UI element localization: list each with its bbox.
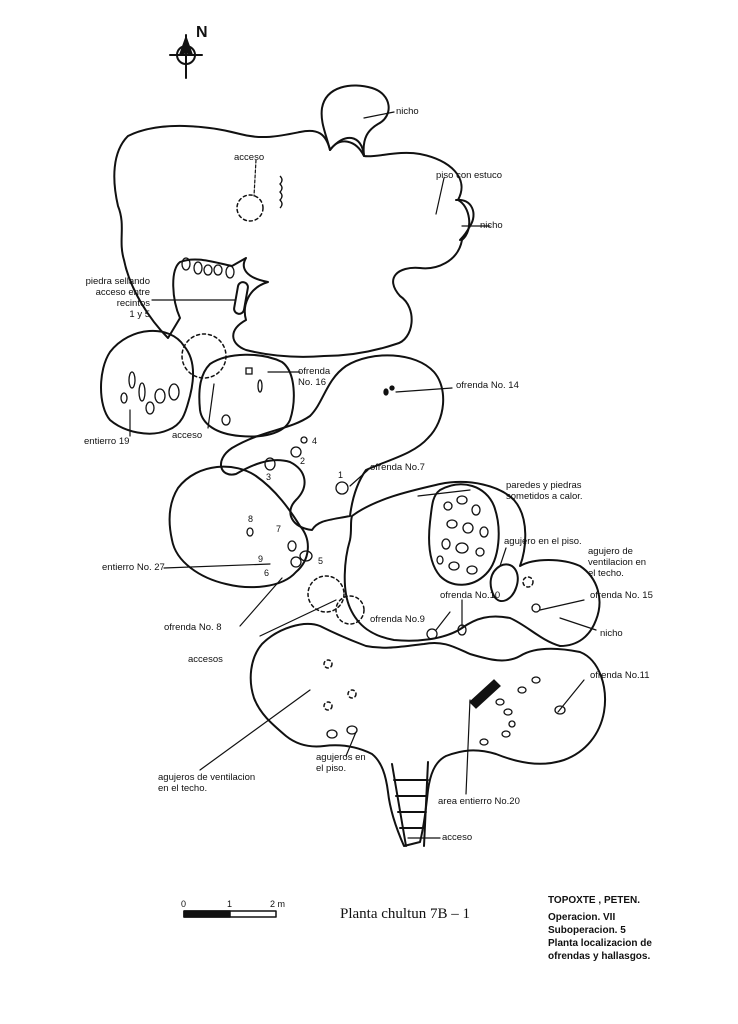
- site-line-5: ofrendas y hallasgos.: [548, 951, 651, 962]
- acceso-mid-circle: [181, 333, 227, 379]
- accesos-circle-1: [307, 575, 345, 613]
- label-acceso-bottom: acceso: [442, 832, 473, 843]
- niche-top-outline: [320, 84, 390, 157]
- paredes-chamber-outline: [343, 481, 601, 647]
- label-accesos: accesos: [188, 654, 223, 665]
- sealing-stone: [233, 281, 249, 315]
- label-agujeros-vent-1: agujeros de ventilacion: [158, 772, 256, 783]
- central-chamber-outline: [220, 354, 445, 531]
- label-ofrenda15: ofrenda No. 15: [590, 590, 653, 601]
- site-info-block: TOPOXTE , PETEN. Operacion. VII Subopera…: [548, 894, 652, 963]
- label-agujeros-vent-2: en el techo.: [158, 783, 208, 794]
- accesos-circle-2: [335, 595, 365, 625]
- offering-number: 7: [276, 524, 282, 534]
- offering-number: 4: [312, 436, 318, 446]
- offering-number: 9: [258, 554, 264, 564]
- site-line-3: Suboperacion. 5: [548, 925, 626, 936]
- label-agujero-vent-1: agujero de: [588, 546, 633, 557]
- label-nicho-low: nicho: [600, 628, 623, 639]
- label-ofrenda16-2: No. 16: [298, 377, 326, 388]
- acceso-top-circle: [236, 194, 264, 222]
- offering-number: 3: [266, 472, 272, 482]
- offering-number: 2: [300, 456, 306, 466]
- label-piso-estuco: piso con estuco: [436, 170, 503, 181]
- ofrenda16-chamber-outline: [198, 353, 295, 438]
- label-nicho-right: nicho: [480, 220, 503, 231]
- label-entierro19: entierro 19: [84, 436, 130, 447]
- vent-hole-4: [323, 701, 333, 711]
- label-agujero-vent-3: el techo.: [588, 568, 624, 579]
- offering-number: 1: [338, 470, 344, 480]
- label-piedra-1: piedra sellando: [85, 276, 150, 287]
- label-ofrenda9: ofrenda No.9: [370, 614, 425, 625]
- plan-title: Planta chultun 7B – 1: [340, 906, 470, 922]
- site-line-4: Planta localizacion de: [548, 938, 652, 949]
- label-ofrenda10: ofrenda No.10: [440, 590, 501, 601]
- site-line-1: TOPOXTE , PETEN.: [548, 895, 641, 906]
- vent-hole-1: [522, 576, 534, 588]
- scale-label-two: 2 m: [270, 899, 286, 909]
- entierro27-chamber-outline: [168, 465, 309, 589]
- stone-cluster-outline: [428, 483, 500, 586]
- offering-number: 5: [318, 556, 324, 566]
- label-agujeros-piso-2: el piso.: [316, 763, 347, 774]
- label-acceso-mid: acceso: [172, 430, 203, 441]
- vent-hole-2: [323, 659, 333, 669]
- scale-label-one: 1: [227, 899, 233, 909]
- site-line-2: Operacion. VII: [548, 912, 616, 923]
- label-agujeros-piso-1: agujeros en: [316, 752, 366, 763]
- label-paredes-2: sometidos a calor.: [506, 491, 583, 502]
- scale-label-zero: 0: [181, 899, 187, 909]
- label-ofrenda11: ofrenda No.11: [590, 670, 650, 681]
- label-entierro27: entierro No. 27: [102, 562, 165, 573]
- label-acceso-top: acceso: [234, 152, 265, 163]
- label-ofrenda7: ofrenda No.7: [370, 462, 425, 473]
- label-agujero-vent-2: ventilacion en: [588, 557, 647, 568]
- label-ofrenda14: ofrenda No. 14: [456, 380, 519, 391]
- lower-chamber-outline: [249, 623, 606, 847]
- vent-hole-3: [347, 689, 357, 699]
- label-ofrenda16-1: ofrenda: [298, 366, 331, 377]
- staircase-outline: [391, 761, 429, 847]
- label-ofrenda8: ofrenda No. 8: [164, 622, 222, 633]
- scale-bar: [183, 910, 277, 918]
- upper-chamber-outline: [113, 124, 471, 358]
- label-piedra-2: acceso entre: [95, 287, 150, 298]
- agujero-piso-outline: [489, 563, 519, 603]
- label-agujero-piso: agujero en el piso.: [504, 536, 582, 547]
- north-arrow-icon: [169, 34, 203, 79]
- north-label: N: [196, 24, 208, 41]
- entierro19-chamber-outline: [100, 330, 195, 435]
- label-piedra-3: recintos: [116, 298, 150, 309]
- label-paredes-1: paredes y piedras: [506, 480, 582, 491]
- offering-number: 6: [264, 568, 270, 578]
- offering-number: 8: [248, 514, 254, 524]
- label-area-entierro20: area entierro No.20: [438, 796, 520, 807]
- label-piedra-4: 1 y 5: [129, 309, 150, 320]
- label-nicho-top: nicho: [396, 106, 419, 117]
